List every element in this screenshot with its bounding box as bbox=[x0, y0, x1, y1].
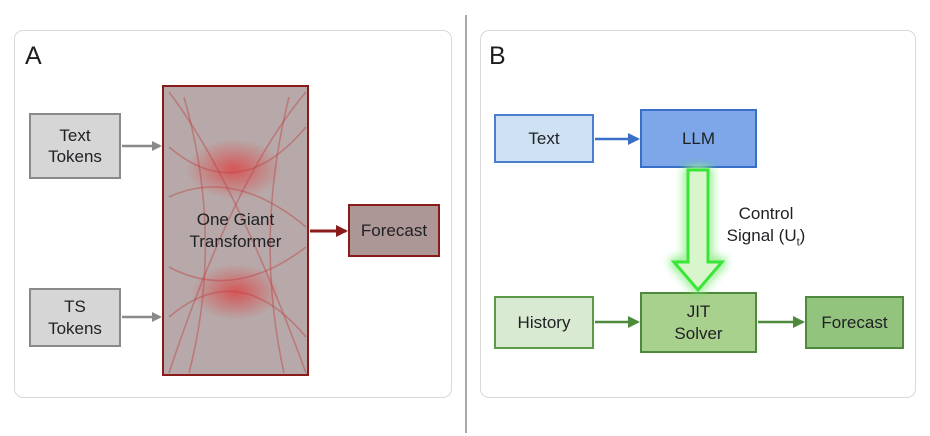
history-node: History bbox=[494, 296, 594, 349]
llm-node: LLM bbox=[640, 109, 757, 168]
glow-bottom bbox=[191, 264, 281, 320]
text-tokens-label: Text Tokens bbox=[48, 125, 102, 166]
jit-solver-node: JIT Solver bbox=[640, 292, 757, 353]
control-signal-line2: Signal (Ut) bbox=[716, 225, 816, 250]
forecast-b-node: Forecast bbox=[805, 296, 904, 349]
transformer-label: One Giant Transformer bbox=[189, 210, 282, 251]
control-signal-label: Control Signal (Ut) bbox=[716, 203, 816, 250]
control-signal-arrow bbox=[670, 168, 726, 293]
forecast-a-node: Forecast bbox=[348, 204, 440, 257]
control-signal-suffix: ) bbox=[799, 226, 806, 246]
attention-lines-decoration bbox=[168, 91, 307, 374]
attention-curve-1 bbox=[168, 91, 307, 374]
attention-curve-7 bbox=[168, 186, 307, 228]
attention-curve-4 bbox=[168, 290, 307, 338]
attention-curve-3 bbox=[168, 126, 307, 174]
ts-tokens-label: TS Tokens bbox=[48, 297, 102, 338]
llm-label: LLM bbox=[681, 128, 716, 148]
panel-a-letter: A bbox=[25, 42, 42, 70]
attention-curve-5 bbox=[183, 96, 207, 374]
forecast-b-label: Forecast bbox=[821, 312, 888, 332]
glow-top bbox=[186, 139, 282, 199]
panel-b-letter: B bbox=[489, 42, 506, 70]
giant-transformer-node: One Giant Transformer bbox=[162, 85, 309, 376]
history-label: History bbox=[517, 312, 571, 332]
control-signal-subscript: t bbox=[796, 236, 800, 249]
jit-solver-label: JIT Solver bbox=[674, 302, 723, 343]
attention-curve-2 bbox=[168, 91, 307, 374]
panel-divider bbox=[465, 15, 467, 433]
attention-curve-6 bbox=[269, 96, 290, 374]
control-signal-prefix: Signal (U bbox=[726, 226, 797, 246]
forecast-a-label: Forecast bbox=[360, 220, 428, 240]
text-tokens-node: Text Tokens bbox=[29, 113, 121, 179]
ts-tokens-node: TS Tokens bbox=[29, 288, 121, 347]
attention-curve-8 bbox=[168, 246, 307, 282]
control-signal-line1: Control bbox=[738, 204, 794, 223]
text-label: Text bbox=[528, 128, 560, 148]
text-node: Text bbox=[494, 114, 594, 163]
